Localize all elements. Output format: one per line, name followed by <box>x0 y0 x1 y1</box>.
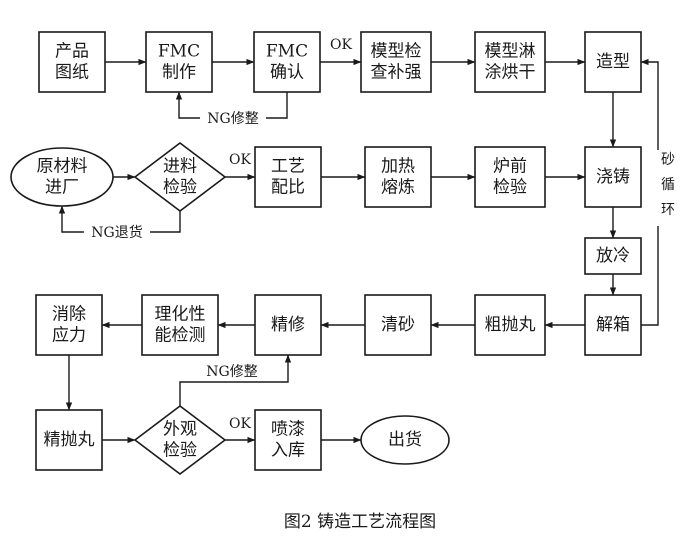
node-sand-clean: 清砂 <box>364 294 432 356</box>
figure-caption: 图2 铸造工艺流程图 <box>284 512 436 532</box>
node-label: 检验 <box>493 178 527 198</box>
node-label: 检验 <box>163 178 197 198</box>
node-label: 放冷 <box>596 246 630 266</box>
node-label: 解箱 <box>596 315 630 335</box>
node-shape <box>474 294 546 356</box>
node-label: 入库 <box>271 441 305 461</box>
node-shape <box>133 404 227 476</box>
node-shape <box>474 146 546 208</box>
node-label: 原材料 <box>37 157 88 177</box>
node-shape <box>38 31 106 93</box>
node-label: 熔炼 <box>381 178 415 198</box>
edge-label-sand-cycle: 环 <box>661 202 675 218</box>
node-label: 模型淋 <box>485 42 536 62</box>
node-label: 产品 <box>55 42 89 62</box>
node-label: 模型检 <box>371 42 422 62</box>
node-pouring: 浇铸 <box>584 146 642 208</box>
node-label: 能检测 <box>155 326 206 346</box>
node-shape <box>145 31 213 93</box>
node-rough-shot: 粗抛丸 <box>474 294 546 356</box>
label-backing <box>649 150 669 226</box>
edge-ng-rework-finishing <box>179 354 292 406</box>
edge-label-ng-return: NG退货 <box>91 224 142 241</box>
edge-label-ok: OK <box>229 416 251 432</box>
node-shape <box>584 237 642 275</box>
node-shape <box>364 146 432 208</box>
node-molding: 造型 <box>584 31 642 93</box>
node-label: 图纸 <box>55 63 89 83</box>
node-label: 精抛丸 <box>44 430 95 450</box>
node-label: 喷漆 <box>271 420 305 440</box>
node-label: 检验 <box>163 441 197 461</box>
node-label: 精修 <box>271 315 305 335</box>
node-shape <box>141 294 219 356</box>
node-shape <box>254 294 322 356</box>
label-backing <box>84 225 150 241</box>
node-shape <box>364 294 432 356</box>
node-label: 外观 <box>163 420 197 440</box>
node-shape <box>584 294 642 356</box>
edge-label-ok: OK <box>330 37 352 53</box>
node-label: 理化性 <box>155 305 206 325</box>
node-label: 出货 <box>388 430 422 450</box>
edge-label-ok: OK <box>229 152 251 168</box>
edge-label-sand-cycle: 砂 <box>661 152 675 168</box>
node-shakeout: 解箱 <box>584 294 642 356</box>
node-label: 进料 <box>163 157 197 177</box>
edge-label-ng-rework: NG修整 <box>206 364 257 380</box>
node-label: 粗抛丸 <box>485 315 536 335</box>
node-ship: 出货 <box>360 415 450 465</box>
node-finishing: 精修 <box>254 294 322 356</box>
node-label: FMC <box>158 42 200 62</box>
node-label: 查补强 <box>371 63 422 83</box>
node-shape <box>254 409 322 471</box>
node-label: 配比 <box>271 178 305 198</box>
node-cooling: 放冷 <box>584 237 642 275</box>
node-label: 工艺 <box>271 157 305 177</box>
label-backing <box>200 111 266 127</box>
edge-label-sand-cycle: 循 <box>661 177 675 193</box>
node-label: 浇铸 <box>596 167 630 187</box>
node-label: 消除 <box>52 305 86 325</box>
node-label: 造型 <box>596 52 630 72</box>
node-label: 清砂 <box>381 315 415 335</box>
node-label: 进厂 <box>45 178 79 198</box>
node-fine-shot: 精抛丸 <box>35 409 103 471</box>
node-label: FMC <box>266 42 308 62</box>
node-label: 涂烘干 <box>485 63 536 83</box>
node-label: 确认 <box>270 63 304 83</box>
node-label: 应力 <box>52 326 86 346</box>
node-shape <box>474 31 546 93</box>
node-shape <box>35 409 103 471</box>
node-label: 炉前 <box>493 157 527 177</box>
node-label: 加热 <box>381 157 415 177</box>
node-shape <box>584 146 642 208</box>
edge-label-ng-rework: NG修整 <box>207 111 258 127</box>
node-label: 制作 <box>162 63 196 83</box>
